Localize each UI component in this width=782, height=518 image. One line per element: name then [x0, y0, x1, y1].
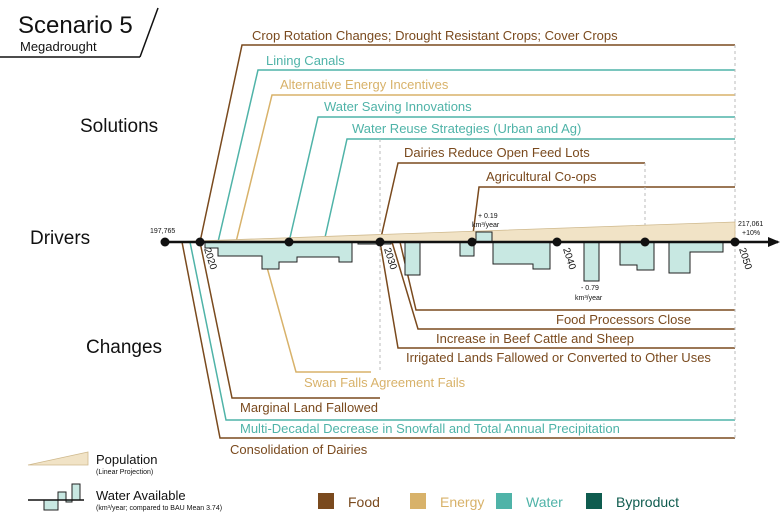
water-max-value: + 0.19 [478, 213, 498, 220]
legend-food: Food [348, 494, 380, 510]
year-2050: 2050 [736, 247, 753, 272]
solution-water-reuse: Water Reuse Strategies (Urban and Ag) [323, 121, 735, 243]
solution-label: Water Saving Innovations [324, 99, 472, 114]
solution-dairies-feed-lots: Dairies Reduce Open Feed Lots [379, 145, 645, 243]
solution-water-saving: Water Saving Innovations [288, 99, 735, 243]
change-label: Increase in Beef Cattle and Sheep [436, 331, 634, 346]
water-legend-swatch [32, 483, 81, 511]
solution-crop-rotation: Crop Rotation Changes; Drought Resistant… [199, 28, 735, 243]
solution-label: Water Reuse Strategies (Urban and Ag) [352, 121, 581, 136]
solutions-group: Crop Rotation Changes; Drought Resistant… [199, 28, 735, 243]
population-end-percent: +10% [742, 230, 760, 237]
change-consolidation-dairies: Consolidation of Dairies [181, 241, 735, 457]
water-min-value: - 0.79 [581, 285, 599, 292]
timeline-dot [284, 237, 294, 247]
title-block: Scenario 5 Megadrought [0, 7, 159, 58]
solution-label: Agricultural Co-ops [486, 169, 597, 184]
solution-label: Crop Rotation Changes; Drought Resistant… [252, 28, 618, 43]
legend-categories: Food Energy Water Byproduct [318, 493, 679, 510]
legend-population: Population [96, 452, 157, 467]
population-legend-swatch [27, 451, 89, 466]
solution-label: Alternative Energy Incentives [280, 77, 449, 92]
scenario-subtitle: Megadrought [20, 39, 97, 54]
solution-lining-canals: Lining Canals [217, 53, 735, 243]
legend-water: Water Available [96, 488, 186, 503]
solution-alt-energy: Alternative Energy Incentives [235, 77, 735, 243]
legend-left: Population (Linear Projection) Water Ava… [27, 451, 222, 512]
change-label: Marginal Land Fallowed [240, 400, 378, 415]
scenario-title: Scenario 5 [18, 12, 133, 39]
timeline-dot [640, 237, 650, 247]
byproduct-swatch [586, 493, 602, 509]
legend-water-note: (km³/year; compared to BAU Mean 3.74) [96, 505, 222, 512]
change-label: Consolidation of Dairies [230, 442, 368, 457]
timeline-dot [160, 237, 170, 247]
change-marginal-land: Marginal Land Fallowed [199, 241, 380, 415]
solution-ag-coops: Agricultural Co-ops [471, 169, 735, 243]
timeline-dot [375, 237, 385, 247]
timeline-dot [552, 237, 562, 247]
legend-water-category: Water [526, 494, 563, 510]
water-min-unit: km³/year [575, 295, 603, 302]
title-slash [139, 7, 159, 58]
changes-group: Food Processors Close Increase in Beef C… [181, 241, 735, 457]
change-label: Food Processors Close [556, 312, 691, 327]
timeline-markers [160, 237, 740, 247]
legend-byproduct: Byproduct [616, 494, 679, 510]
population-start-label: 197,765 [150, 228, 175, 235]
change-label: Multi-Decadal Decrease in Snowfall and T… [240, 421, 620, 436]
population-end-label: 217,061 [738, 221, 763, 228]
solution-label: Lining Canals [266, 53, 345, 68]
change-label: Swan Falls Agreement Fails [304, 375, 466, 390]
legend-population-note: (Linear Projection) [96, 469, 153, 476]
change-beef-cattle: Increase in Beef Cattle and Sheep [391, 241, 735, 346]
change-irrigated-lands: Irrigated Lands Fallowed or Converted to… [379, 241, 735, 365]
population-wedge [167, 221, 736, 243]
change-label: Irrigated Lands Fallowed or Converted to… [406, 350, 711, 365]
timeline-dot [730, 237, 740, 247]
timeline-dot [467, 237, 477, 247]
year-2040: 2040 [560, 247, 577, 272]
water-swatch [496, 493, 512, 509]
solution-label: Dairies Reduce Open Feed Lots [404, 145, 590, 160]
water-max-unit: km³/year [472, 222, 500, 229]
drivers-heading: Drivers [30, 228, 90, 249]
changes-heading: Changes [86, 337, 162, 358]
legend-energy: Energy [440, 494, 484, 510]
change-snowfall: Multi-Decadal Decrease in Snowfall and T… [189, 241, 735, 436]
food-swatch [318, 493, 334, 509]
solutions-heading: Solutions [80, 116, 158, 137]
dashed-guides [379, 45, 736, 440]
energy-swatch [410, 493, 426, 509]
change-swan-falls: Swan Falls Agreement Fails [259, 241, 466, 390]
timeline-dot [195, 237, 205, 247]
